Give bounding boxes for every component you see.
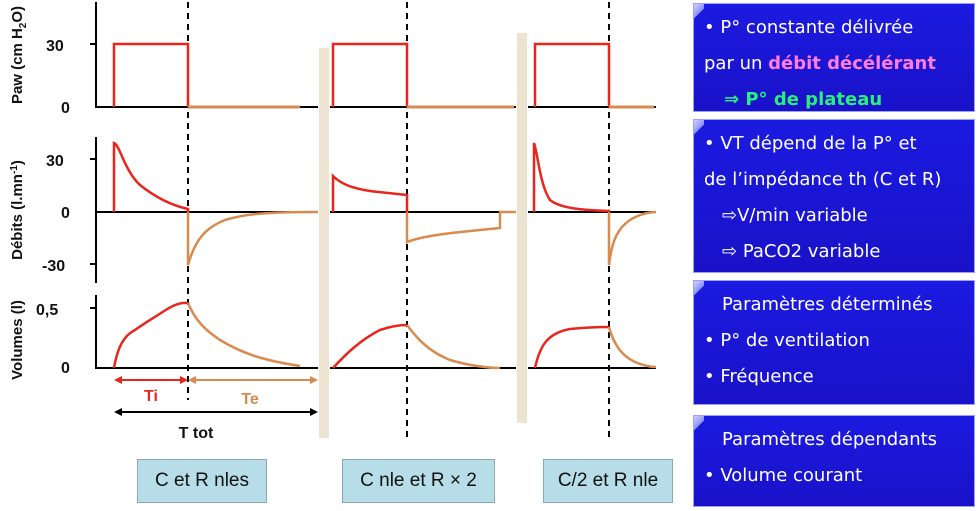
info-box-determined: Paramètres déterminés • P° de ventilatio…	[693, 280, 975, 405]
flow-insp-2	[331, 172, 409, 212]
bullet-icon: •	[704, 330, 721, 351]
box2-line3: V/min variable	[737, 205, 868, 226]
te-label: Te	[241, 391, 259, 408]
box1-line2-start: par un	[704, 53, 769, 74]
debits-tick-30: 30	[46, 153, 64, 170]
tick-marks	[90, 43, 96, 309]
paw-insp-1	[112, 42, 190, 107]
paw-tick-30: 30	[46, 38, 64, 55]
timing-arrows	[114, 376, 318, 416]
volume-insp-1	[112, 301, 189, 369]
debits-tick-0: 0	[61, 205, 70, 222]
case-label-r-double: C nle et R × 2	[342, 459, 495, 503]
box1-line1: P° constante délivrée	[720, 17, 914, 38]
volume-exp-3	[607, 326, 657, 369]
info-box-pressure: • P° constante délivrée par un débit déc…	[693, 3, 975, 112]
implies-arrow-icon: ⇒	[724, 89, 746, 110]
implies-arrow-icon: ⇨	[722, 241, 743, 262]
panel-separator-2	[517, 33, 527, 423]
case-label-c-half: C/2 et R nle	[543, 459, 673, 503]
volume-insp-3	[533, 325, 610, 369]
box2-line1: VT dépend de la P° et	[720, 133, 917, 154]
flow-insp-3	[532, 142, 611, 213]
paw-tick-0: 0	[61, 100, 70, 117]
pressure-curves	[112, 42, 654, 109]
box-corner-decoration	[694, 281, 704, 295]
box2-line4: PaCO2 variable	[742, 241, 881, 262]
volumes-tick-0: 0	[61, 360, 70, 377]
volume-curves	[112, 301, 657, 370]
ventilation-curves-diagram: 30 0 30 0 -30 0,5 0 Paw (cm H2O) Débits …	[9, 2, 657, 442]
axes-group	[95, 2, 656, 369]
box-corner-decoration	[694, 4, 704, 18]
bullet-icon: •	[704, 366, 721, 387]
flow-curves	[112, 141, 657, 266]
paw-insp-3	[533, 42, 611, 107]
box4-line2: Volume courant	[720, 465, 863, 486]
paw-insp-2	[331, 42, 409, 107]
box2-line2: de l’impédance th (C et R)	[704, 169, 942, 190]
volumes-tick-05: 0,5	[36, 302, 58, 319]
implies-arrow-icon: ⇨	[722, 205, 738, 226]
paw-axis-title: Paw (cm H2O)	[9, 6, 29, 104]
flow-exp-3	[607, 210, 657, 266]
flow-exp-2	[405, 210, 516, 244]
volume-exp-2	[405, 324, 501, 370]
box3-line2: P° de ventilation	[720, 330, 870, 351]
panel-separator-1	[319, 48, 329, 438]
box3-line3: Fréquence	[720, 366, 814, 387]
end-inspiration-dashed-lines	[187, 2, 610, 440]
volume-exp-1	[186, 302, 301, 368]
info-box-vt: • VT dépend de la P° et de l’impédance t…	[693, 119, 975, 273]
volumes-axis-title: Volumes (l)	[9, 300, 26, 380]
box-corner-decoration	[694, 120, 704, 134]
info-box-dependent: Paramètres dépendants • Volume courant	[693, 415, 975, 507]
debits-axis-title: Débits (l.mn-1)	[9, 160, 26, 260]
box3-line1: Paramètres déterminés	[722, 294, 933, 315]
debits-tick-minus30: -30	[42, 258, 65, 275]
box4-line1: Paramètres dépendants	[722, 429, 938, 450]
bullet-icon: •	[704, 17, 721, 38]
box1-line2-highlight: débit décélérant	[768, 53, 936, 74]
case-label-normal: C et R nles	[137, 459, 267, 503]
box-corner-decoration	[694, 416, 704, 430]
flow-insp-1	[112, 141, 190, 212]
bullet-icon: •	[704, 465, 721, 486]
flow-exp-1	[186, 210, 319, 266]
bullet-icon: •	[704, 133, 721, 154]
box1-line3: P° de plateau	[745, 89, 883, 110]
ti-label: Ti	[144, 388, 158, 405]
volume-insp-2	[332, 323, 408, 369]
ttot-label: T tot	[179, 425, 214, 442]
